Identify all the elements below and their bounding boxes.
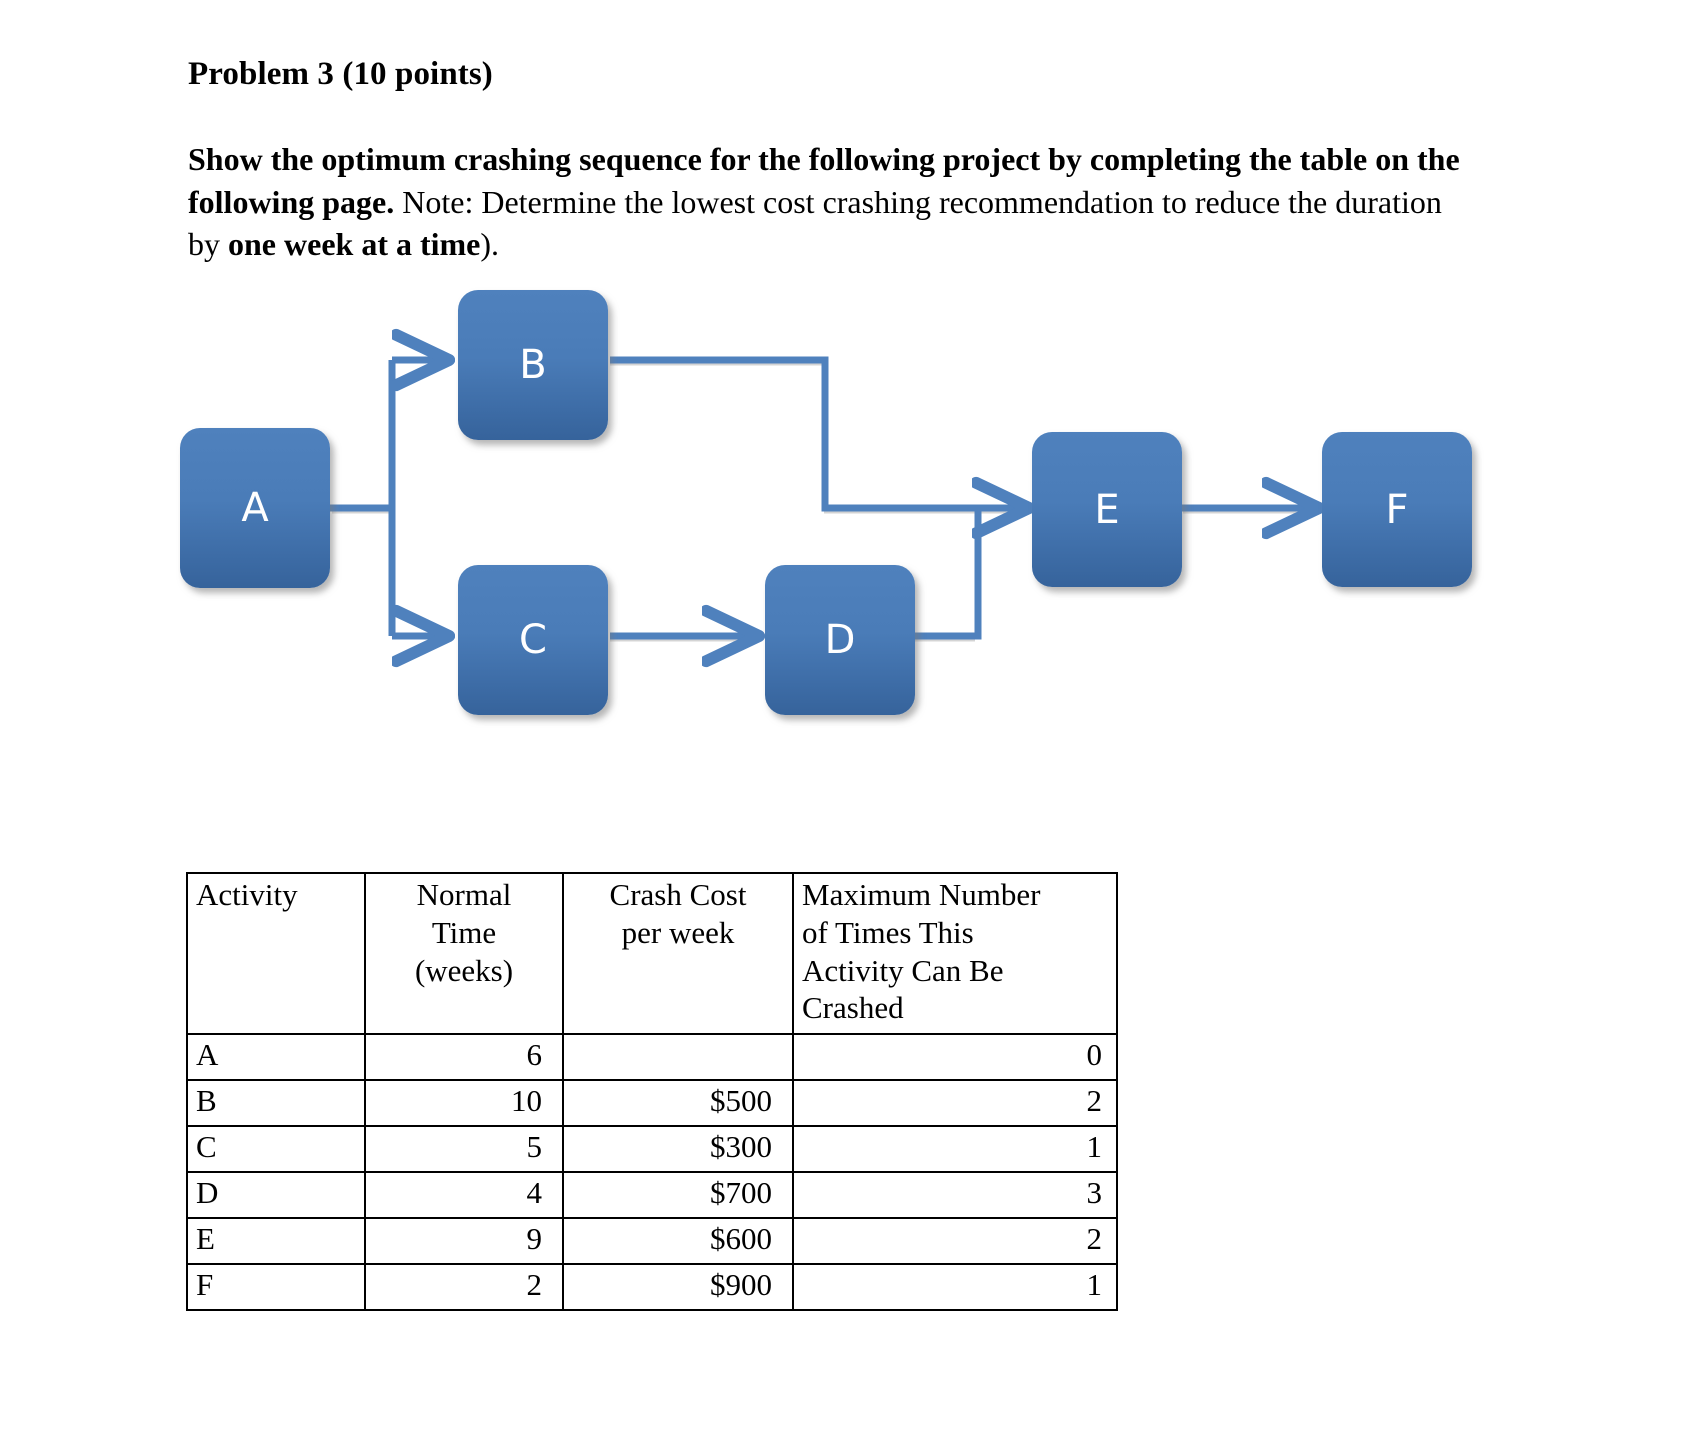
cell-activity: E	[186, 1217, 366, 1265]
node-c[interactable]: C	[458, 565, 608, 715]
cell-max-crashes: 2	[792, 1079, 1118, 1127]
table-row: B 10 $500 2	[186, 1079, 1118, 1127]
normal-time-line-1: Normal	[416, 877, 512, 912]
node-b[interactable]: B	[458, 290, 608, 440]
table-row: A 6 0	[186, 1033, 1118, 1081]
cell-max-crashes: 1	[792, 1263, 1118, 1311]
cell-normal-time: 5	[364, 1125, 564, 1173]
normal-time-line-2: Time	[431, 914, 497, 950]
crash-data-table: Activity Normal Time (weeks) Crash Cost …	[186, 872, 1118, 1311]
node-d[interactable]: D	[765, 565, 915, 715]
crash-cost-line-2: per week	[621, 914, 735, 950]
prompt-bold-tail: one week at a time	[228, 226, 481, 263]
max-times-line-2: of Times This	[802, 914, 974, 950]
prompt-note: Note: Determine the lowest cost crashing…	[188, 183, 1442, 263]
cell-activity: C	[186, 1125, 366, 1173]
cell-crash-cost: $700	[562, 1171, 794, 1219]
cell-activity: F	[186, 1263, 366, 1311]
project-network-diagram: A B C D E F	[170, 270, 1570, 740]
col-header-max-crashes: Maximum Number of Times This Activity Ca…	[792, 872, 1118, 1035]
edge-d-e	[915, 508, 982, 640]
col-header-activity: Activity	[186, 872, 366, 1035]
node-c-label: C	[519, 617, 547, 663]
table-body: A 6 0 B 10 $500 2 C 5 $300 1 D 4 $700	[186, 1033, 1118, 1311]
max-times-line-4: Crashed	[802, 990, 904, 1026]
col-header-crash-cost: Crash Cost per week	[562, 872, 794, 1035]
cell-activity: A	[186, 1033, 366, 1081]
edge-b-e	[610, 356, 1025, 508]
table-header: Activity Normal Time (weeks) Crash Cost …	[186, 872, 1118, 1035]
cell-max-crashes: 2	[792, 1217, 1118, 1265]
prompt-closing: ).	[480, 226, 500, 263]
cell-activity: D	[186, 1171, 366, 1219]
cell-crash-cost	[562, 1033, 794, 1081]
node-a-label: A	[241, 485, 269, 531]
cell-crash-cost: $900	[562, 1263, 794, 1311]
node-b-label: B	[519, 342, 547, 388]
node-f-label: F	[1385, 486, 1409, 533]
cell-normal-time: 4	[364, 1171, 564, 1219]
problem-prompt: Show the optimum crashing sequence for t…	[188, 138, 1478, 266]
col-header-normal-time: Normal Time (weeks)	[364, 872, 564, 1035]
cell-crash-cost: $500	[562, 1079, 794, 1127]
page-title: Problem 3 (10 points)	[188, 56, 493, 92]
crash-cost-line-1: Crash Cost	[609, 877, 747, 912]
cell-crash-cost: $300	[562, 1125, 794, 1173]
max-times-line-1: Maximum Number	[802, 877, 1041, 912]
cell-crash-cost: $600	[562, 1217, 794, 1265]
cell-max-crashes: 1	[792, 1125, 1118, 1173]
cell-normal-time: 9	[364, 1217, 564, 1265]
node-e-label: E	[1094, 486, 1120, 533]
node-a[interactable]: A	[180, 428, 330, 588]
cell-normal-time: 6	[364, 1033, 564, 1081]
max-times-line-3: Activity Can Be	[802, 952, 1004, 988]
node-d-label: D	[824, 617, 856, 663]
normal-time-line-3: (weeks)	[414, 952, 514, 988]
cell-normal-time: 10	[364, 1079, 564, 1127]
cell-normal-time: 2	[364, 1263, 564, 1311]
cell-max-crashes: 0	[792, 1033, 1118, 1081]
network-connectors	[330, 270, 1570, 740]
cell-activity: B	[186, 1079, 366, 1127]
node-f[interactable]: F	[1322, 432, 1472, 587]
table-row: C 5 $300 1	[186, 1125, 1118, 1173]
table-row: E 9 $600 2	[186, 1217, 1118, 1265]
table-row: F 2 $900 1	[186, 1263, 1118, 1311]
table-row: D 4 $700 3	[186, 1171, 1118, 1219]
cell-max-crashes: 3	[792, 1171, 1118, 1219]
table-header-row: Activity Normal Time (weeks) Crash Cost …	[186, 872, 1118, 1035]
node-e[interactable]: E	[1032, 432, 1182, 587]
prompt-bold-lead: Show the optimum crashing sequence for t…	[188, 141, 1460, 220]
